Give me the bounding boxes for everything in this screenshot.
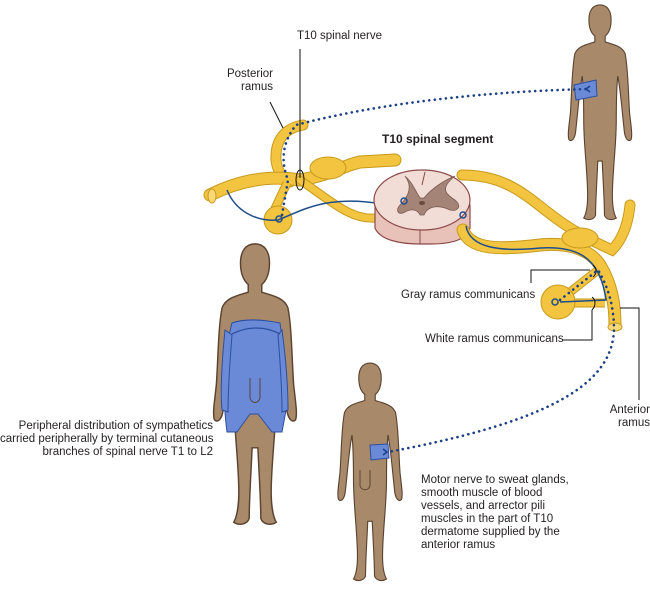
anterior-view-figure-sympathetic: [212, 243, 298, 526]
label-motor-nerve: Motor nerve to sweat glands, smooth musc…: [421, 474, 569, 552]
label-motor-line2: smooth muscle of blood: [421, 487, 543, 499]
spinal-nerve-right: [456, 169, 636, 332]
label-peripheral-line2: carried peripherally by terminal cutaneo…: [0, 433, 214, 445]
label-gray-ramus-communicans: Gray ramus communicans: [401, 289, 536, 301]
label-t10-spinal-nerve: T10 spinal nerve: [297, 30, 383, 42]
t10-anterior-dermatome-band: [369, 443, 390, 461]
label-motor-line5: dermatome supplied by the: [421, 526, 560, 538]
label-motor-line3: vessels, and arrector pili: [421, 500, 545, 512]
label-peripheral-line3: branches of spinal nerve T1 to L2: [42, 446, 213, 458]
label-peripheral-distribution: Peripheral distribution of sympathetics …: [0, 420, 214, 459]
label-anterior-ramus: Anterior ramus: [600, 404, 650, 430]
label-motor-line4: muscles in the part of T10: [421, 513, 554, 525]
anterior-view-figure-t10: [337, 362, 403, 582]
nerve-ending-icon: [382, 448, 389, 456]
spinal-cord-section: [373, 169, 471, 245]
spinal-nerve-left: [203, 153, 402, 235]
label-posterior-ramus-line1: Posterior: [226, 68, 273, 80]
label-posterior-ramus-line2: ramus: [241, 81, 273, 93]
label-peripheral-line1: Peripheral distribution of sympathetics: [18, 420, 213, 432]
label-white-ramus-communicans: White ramus communicans: [425, 333, 564, 345]
label-motor-line1: Motor nerve to sweat glands,: [421, 474, 569, 486]
label-motor-line6: anterior ramus: [421, 539, 496, 551]
label-posterior-ramus: Posterior ramus: [225, 68, 273, 94]
leader-lines: [269, 49, 640, 400]
label-anterior-ramus-line1: Anterior: [609, 404, 650, 416]
label-t10-spinal-segment: T10 spinal segment: [382, 132, 494, 146]
label-anterior-ramus-line2: ramus: [618, 417, 650, 429]
postganglionic-fibers: [280, 87, 616, 454]
posterior-view-figure: [567, 4, 633, 221]
